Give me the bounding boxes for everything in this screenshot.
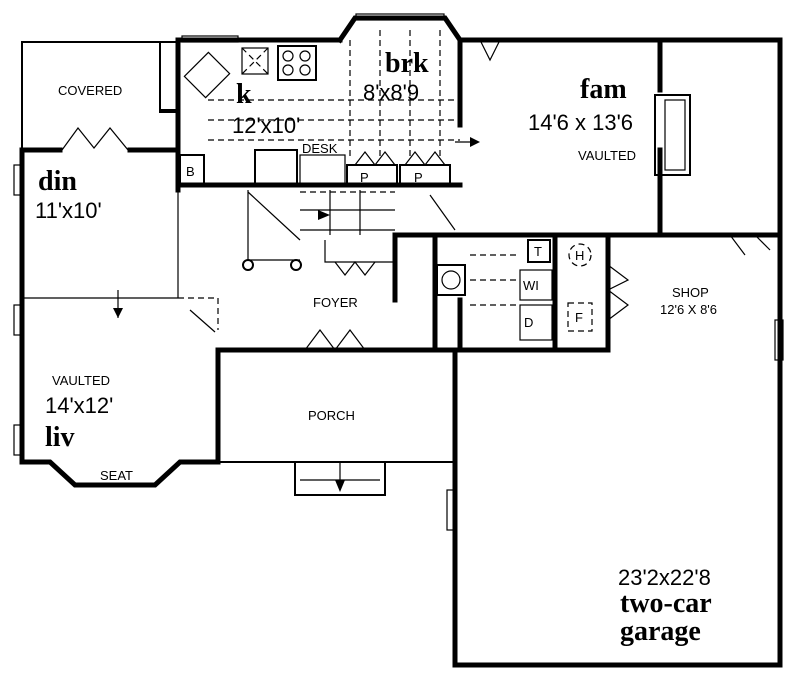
kitchen-size: 12'x10' [232, 113, 300, 138]
living-vaulted: VAULTED [52, 373, 110, 388]
breakfast-size: 8'x8'9 [363, 80, 419, 105]
pantry-label: P [360, 170, 369, 185]
west-walls [13, 37, 221, 488]
living-size: 14'x12' [45, 393, 113, 418]
garage-size: 23'2x22'8 [618, 565, 711, 590]
family-name: fam [580, 74, 627, 105]
shop-label: SHOP [672, 285, 709, 300]
shop-size: 12'6 X 8'6 [660, 302, 717, 317]
dining-name: din [38, 166, 77, 197]
utility-area [392, 232, 783, 353]
stairs-foyer [215, 190, 458, 353]
foyer-label: FOYER [313, 295, 358, 310]
porch-label: PORCH [308, 408, 355, 423]
covered-label: COVERED [58, 83, 122, 98]
seat-label: SEAT [100, 468, 133, 483]
d-label: D [524, 315, 533, 330]
family-size: 14'6 x 13'6 [528, 110, 633, 135]
desk-label: DESK [302, 141, 338, 156]
garage-name-line1: two-car [620, 588, 712, 619]
breakfast-name: brk [385, 48, 429, 79]
dining-size: 11'x10' [35, 198, 102, 223]
b-label: B [186, 164, 195, 179]
family-vaulted: VAULTED [578, 148, 636, 163]
porch-steps [218, 461, 455, 496]
t-label: T [534, 244, 542, 259]
wi-label: WI [523, 278, 539, 293]
covered-patio [19, 41, 181, 153]
pantry-label: P [414, 170, 423, 185]
f-label: F [575, 310, 583, 325]
family-walls [457, 37, 783, 238]
kitchen-name: k [236, 79, 252, 110]
h-label: H [575, 248, 584, 263]
living-name: liv [45, 422, 75, 453]
garage-name-line2: garage [620, 616, 701, 647]
kitchen-walls [175, 13, 480, 188]
garage-walls [446, 232, 784, 668]
